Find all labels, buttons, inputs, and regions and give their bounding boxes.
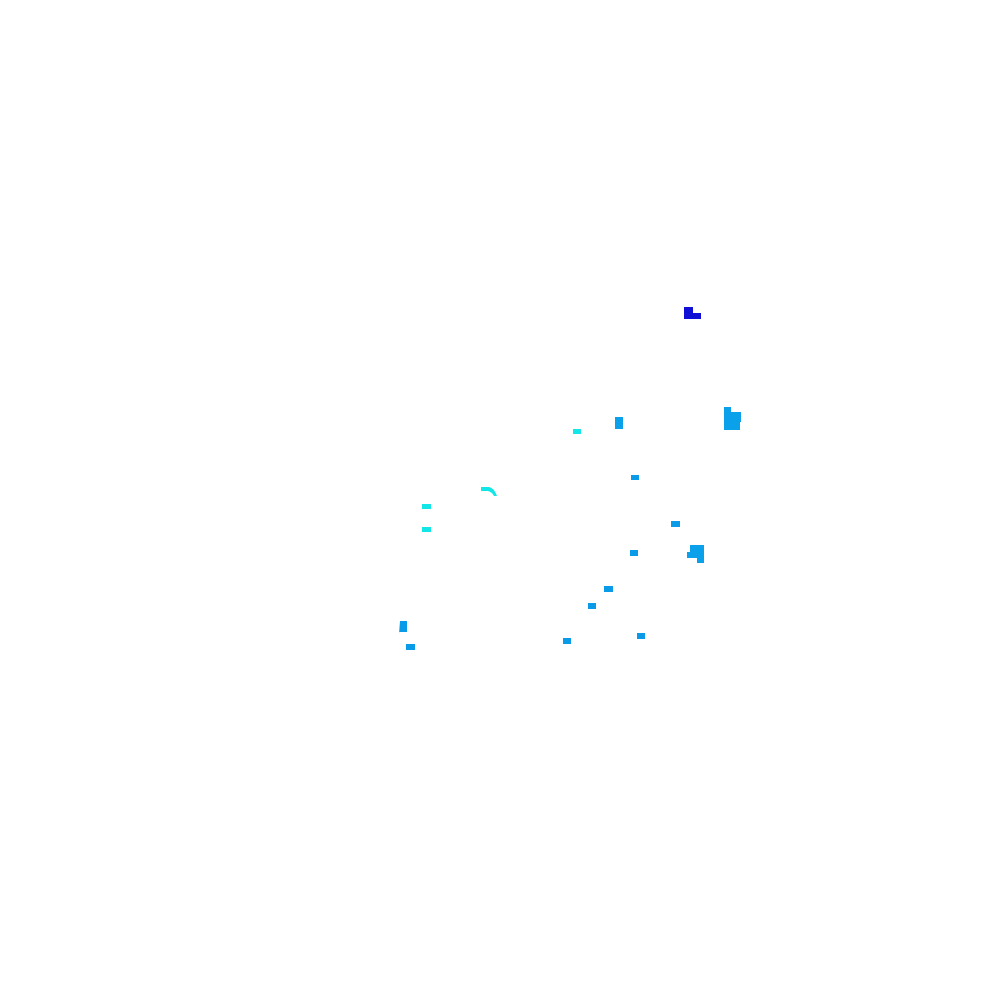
- blue-dot-mid: [631, 475, 640, 481]
- blue-dot-right: [671, 521, 681, 527]
- blue-dot-bottom-mid: [563, 638, 572, 644]
- dark-blue-marker: [684, 307, 702, 319]
- blue-dot-lower-a: [604, 586, 614, 592]
- blue-dot-center: [630, 550, 639, 556]
- blue-block-lower-left: [399, 621, 408, 634]
- blue-dot-lower-left: [406, 644, 416, 650]
- blue-dot-bottom-right: [637, 633, 646, 639]
- blue-block-large-upper: [724, 407, 742, 431]
- cyan-dash-left-a: [422, 504, 432, 510]
- blue-dot-lower-b: [588, 603, 597, 609]
- cyan-dash-left-b: [422, 527, 432, 533]
- cyan-mark-upper: [573, 429, 582, 435]
- blue-block-large-lower: [687, 545, 705, 564]
- cyan-arc: [480, 486, 499, 498]
- blue-block-upper-mid: [615, 417, 624, 429]
